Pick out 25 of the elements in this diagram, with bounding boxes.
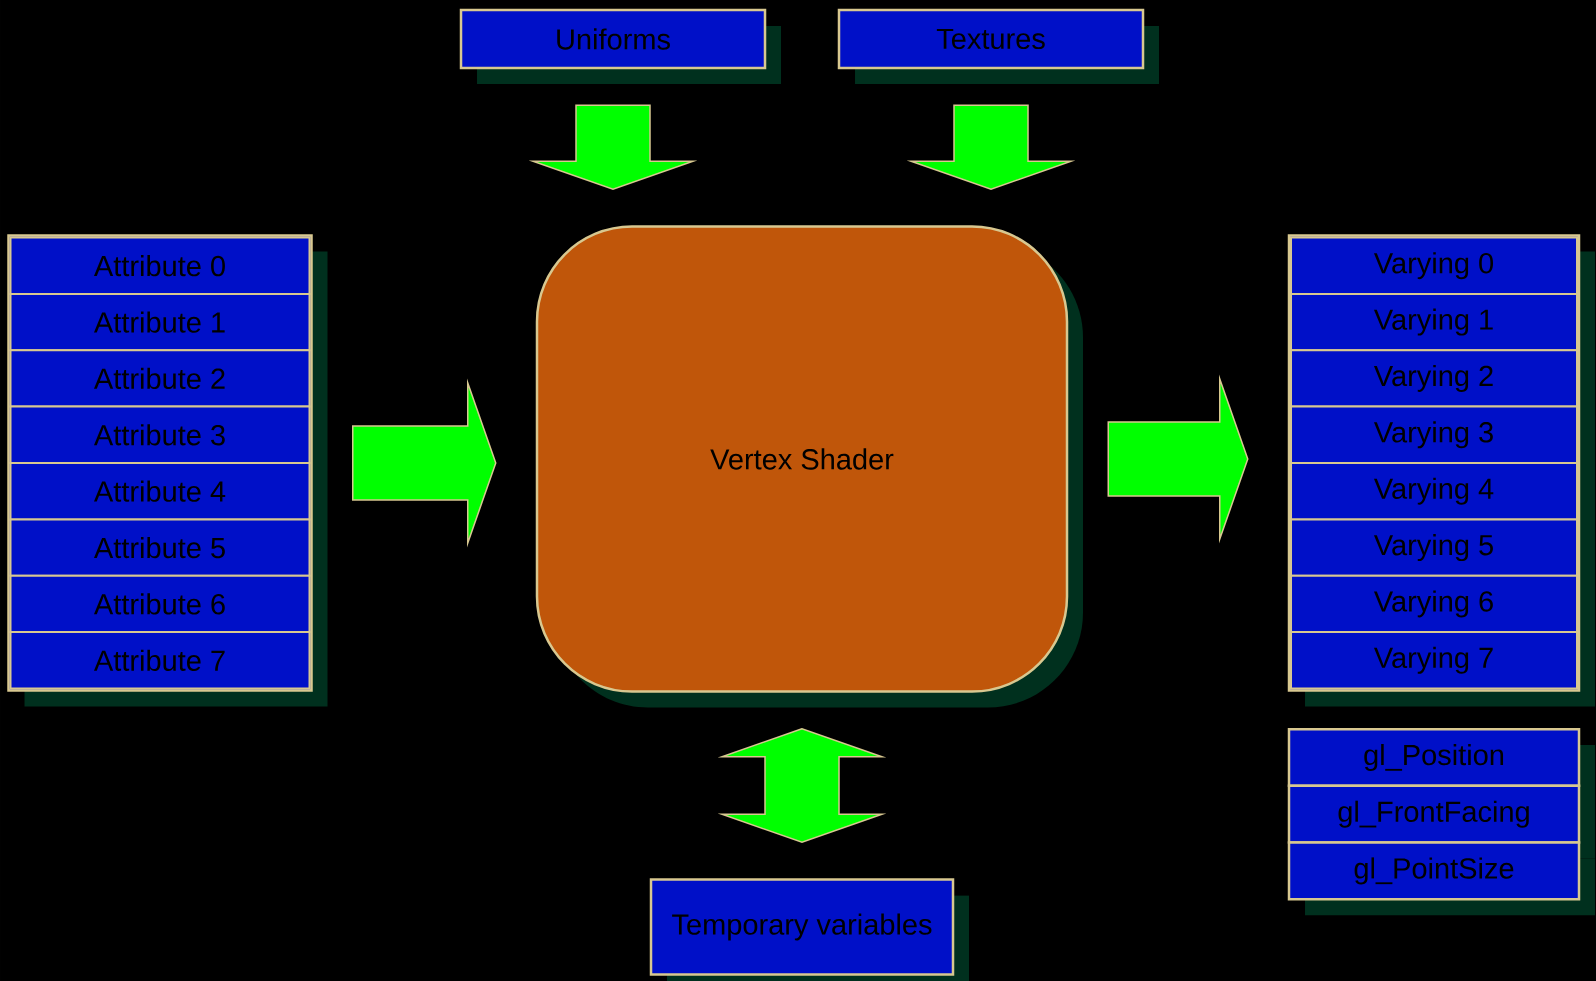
label-box: Varying 7 [1290,631,1578,690]
label-box: Varying 6 [1290,574,1578,634]
block-arrow [906,104,1076,191]
label-box: Varying 5 [1290,518,1578,577]
block-arrow [528,104,698,191]
label-box: Attribute 6 [9,574,311,634]
label-box: Varying 2 [1290,349,1578,408]
label-box: Attribute 1 [9,292,311,352]
block-arrow [352,378,497,548]
label-box: gl_PointSize [1287,841,1595,916]
shader-box: Vertex Shader [535,225,1083,708]
label-box: Attribute 2 [9,349,311,408]
label-box: Attribute 0 [9,236,311,295]
label-box: Attribute 7 [9,631,311,690]
label-box: Attribute 4 [9,462,311,521]
label-box: Textures [837,8,1159,84]
label-box: Varying 1 [1290,292,1578,352]
label-box: Attribute 3 [9,405,311,464]
label-box: Varying 4 [1290,462,1578,521]
label-box: Varying 0 [1290,236,1578,295]
label-box: Varying 3 [1290,405,1578,464]
label-box: Attribute 5 [9,518,311,577]
block-arrow [1107,374,1249,544]
label-box: Temporary variables [649,878,969,981]
label-box: Uniforms [459,8,781,84]
